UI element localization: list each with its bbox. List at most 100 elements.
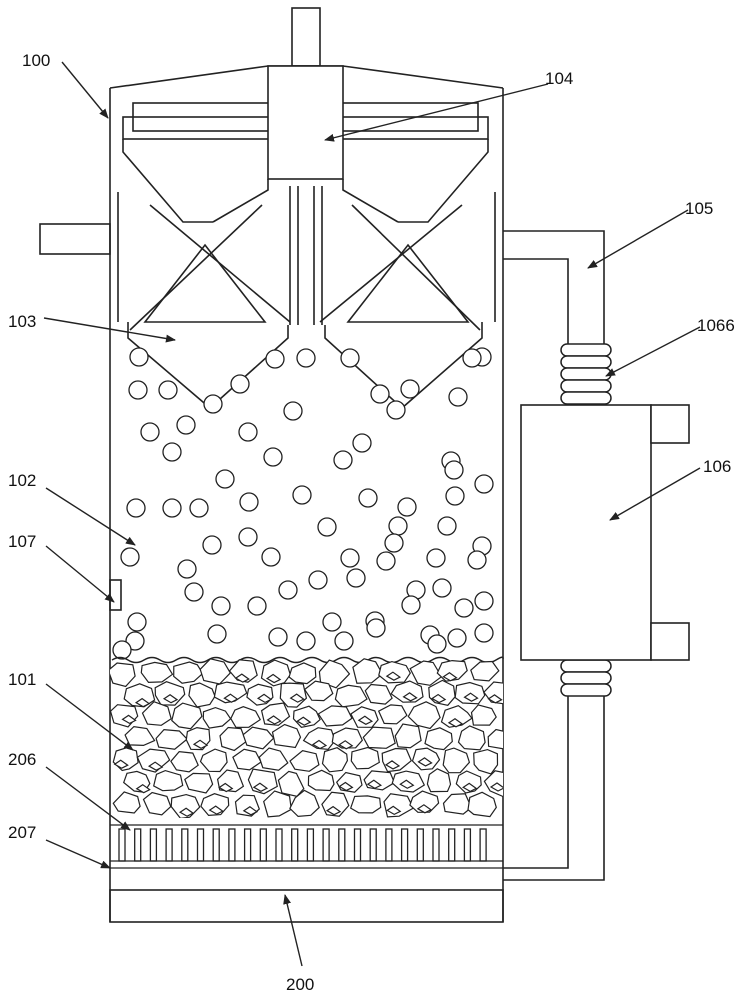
grid-slot [229,829,235,861]
bubble [130,348,148,366]
packing-stone [305,681,333,701]
packing-stone [471,662,499,681]
bubble [190,499,208,517]
packing-stone [289,663,316,684]
grid-slot [402,829,408,861]
packing-stone [472,705,497,725]
bubble [262,548,280,566]
bubble [231,375,249,393]
grid-slot [166,829,172,861]
bubble [141,423,159,441]
packing-stone [247,684,273,705]
bubble [204,395,222,413]
bubble [341,349,359,367]
grid-slot [135,829,141,861]
bubble [446,487,464,505]
packing-stone [459,726,486,750]
packing-stone [111,705,138,727]
pipe-coupling-lower [561,660,611,696]
pipe-coupling-upper-1066 [561,344,611,404]
packing-stone [425,728,452,750]
leader-207 [46,840,110,868]
packing-stone [154,771,183,791]
packing-stone [468,792,496,816]
label-200: 200 [286,975,314,994]
packing-stone [443,748,469,773]
bubble [240,493,258,511]
leader-1066 [606,327,700,376]
grid-slot [355,829,361,861]
packing-stone [144,793,171,815]
packing-stone [259,748,288,770]
bubble [438,517,456,535]
bubble [475,592,493,610]
bubble [475,624,493,642]
bubble [347,569,365,587]
packing-stone [264,791,292,817]
grid-slot [417,829,423,861]
grid-slot [433,829,439,861]
bubble [377,552,395,570]
packing-stone [323,748,348,772]
distribution-grid-206 [110,825,503,868]
bubble [128,613,146,631]
packing-stone [474,750,498,774]
packing-stone [200,659,230,684]
treatment-unit-106 [521,405,689,660]
grid-slot [292,829,298,861]
packing-stone [308,770,334,790]
bubble [212,597,230,615]
bubble [309,571,327,589]
grid-slot [260,829,266,861]
packing-stone [395,724,421,748]
packing-stone [384,794,413,817]
label-107: 107 [8,532,36,551]
grid-slot [449,829,455,861]
label-101: 101 [8,670,36,689]
packing-stone [318,706,352,726]
bubble [239,528,257,546]
bubble [433,579,451,597]
grid-slot [182,829,188,861]
packing-stone [278,771,303,796]
packing-stone [363,727,395,748]
packing-stone [444,794,472,814]
bubble [475,475,493,493]
bubble [323,613,341,631]
label-207: 207 [8,823,36,842]
packing-stone [141,662,172,682]
bubble [468,551,486,569]
bubble [284,402,302,420]
bubble [387,401,405,419]
label-105: 105 [685,199,713,218]
packing-stone [488,730,514,750]
packing-stone [125,727,155,746]
bubble [203,536,221,554]
label-106: 106 [703,457,731,476]
bubble [113,641,131,659]
leader-105 [588,210,688,268]
packing-stone [408,702,440,729]
packing-stone [185,773,213,793]
bubble [297,349,315,367]
grid-slot [339,829,345,861]
bubble [402,596,420,614]
packing-stone [351,796,381,813]
packing-stone [365,685,392,705]
grid-slot [150,829,156,861]
bubble [297,632,315,650]
bubble [445,461,463,479]
grid-slot [370,829,376,861]
packing-stone [231,707,260,728]
packing-stone [174,662,203,683]
grid-slot [198,829,204,861]
packing-layer-101 [108,657,514,818]
packing-stone [233,749,261,770]
packing-stone [351,748,379,769]
leader-100 [62,62,108,118]
leader-107 [46,546,114,602]
bubble [239,423,257,441]
bubble [427,549,445,567]
label-206: 206 [8,750,36,769]
bubble [398,498,416,516]
